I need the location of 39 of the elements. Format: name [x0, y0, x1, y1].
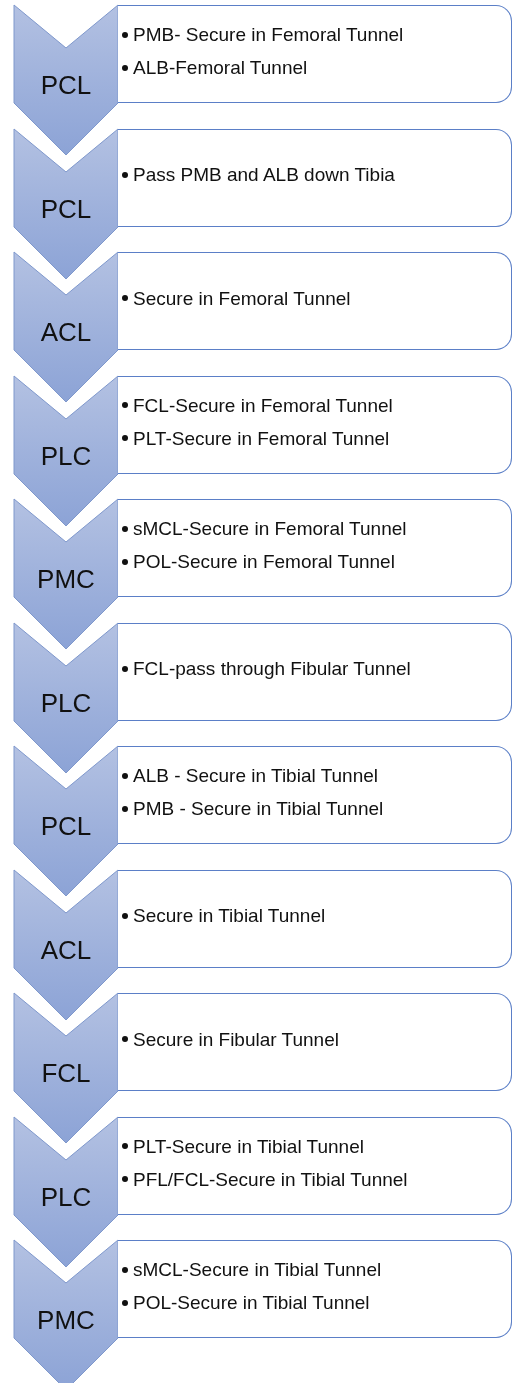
bullet-text: Secure in Fibular Tunnel [133, 1027, 339, 1052]
bullet-text: ALB - Secure in Tibial Tunnel [133, 764, 379, 788]
step-label: PLC [39, 439, 93, 473]
step-label: PCL [39, 810, 93, 843]
bullet-text: sMCL-Secure in Tibial Tunnel [133, 1258, 382, 1282]
bullet-text: FCL-Secure in Femoral Tunnel [133, 393, 393, 418]
detail-box [118, 1240, 512, 1338]
bullet-text: PLT-Secure in Femoral Tunnel [133, 426, 390, 451]
detail-box [118, 1116, 512, 1215]
step-label: PCL [39, 192, 93, 226]
bullet-text: POL-Secure in Tibial Tunnel [133, 1291, 370, 1315]
step-label: PMC [36, 563, 96, 596]
step-label: PLC [39, 1180, 93, 1214]
detail-box [118, 499, 512, 597]
bullet-text: ALB-Femoral Tunnel [133, 56, 308, 80]
detail-box [118, 252, 512, 350]
bullet-text: Secure in Tibial Tunnel [133, 904, 326, 928]
bullet-text: POL-Secure in Femoral Tunnel [133, 550, 395, 574]
step-label: ACL [39, 316, 93, 349]
bullet-text: PLT-Secure in Tibial Tunnel [133, 1134, 364, 1159]
bullet-text: sMCL-Secure in Femoral Tunnel [133, 517, 407, 541]
step-label: PMC [36, 1304, 96, 1337]
detail-box [118, 746, 512, 844]
step-label: PLC [39, 686, 93, 720]
bullet-text: PMB- Secure in Femoral Tunnel [133, 23, 404, 47]
detail-box [118, 5, 512, 103]
bullet-text: FCL-pass through Fibular Tunnel [133, 657, 411, 681]
bullet-text: PMB - Secure in Tibial Tunnel [133, 797, 384, 821]
bullet-text: Secure in Femoral Tunnel [133, 286, 351, 311]
detail-box [118, 622, 512, 721]
detail-box [118, 128, 512, 227]
bullet-text: Pass PMB and ALB down Tibia [133, 163, 395, 187]
bullet-text: PFL/FCL-Secure in Tibial Tunnel [133, 1167, 408, 1192]
step-label: ACL [39, 933, 93, 967]
detail-box [118, 993, 512, 1091]
detail-box [118, 869, 512, 968]
step-label: PCL [39, 69, 93, 102]
step-label: FCL [40, 1057, 92, 1090]
detail-box [118, 375, 512, 474]
